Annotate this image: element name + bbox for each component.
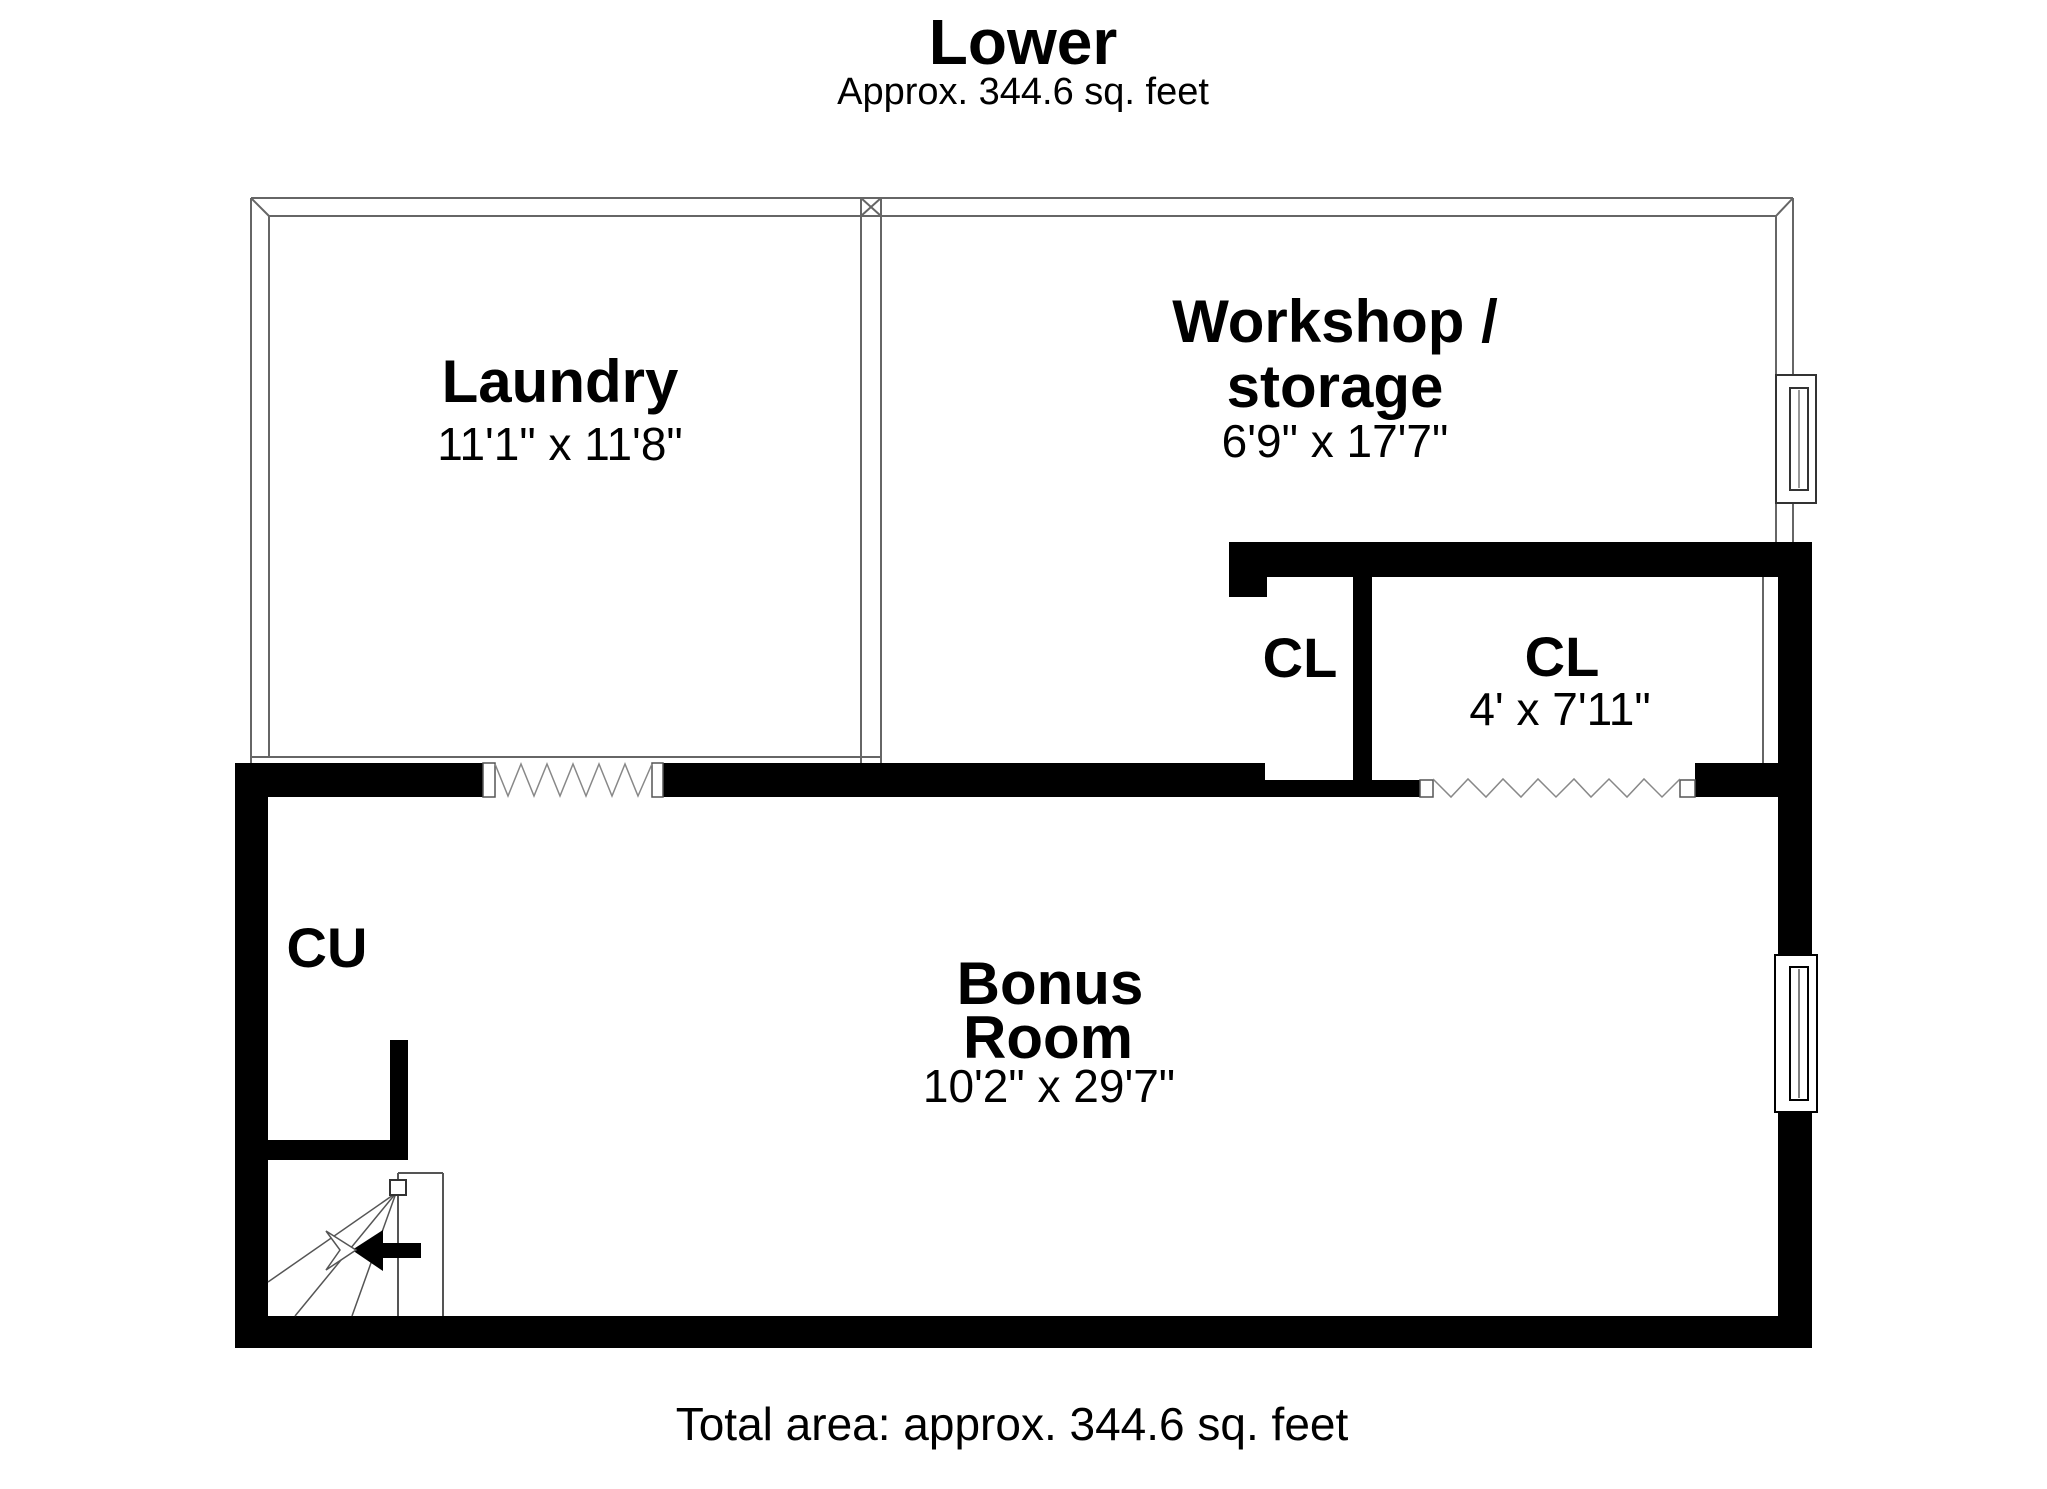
room-dims-closet-right: 4' x 7'11" [1469, 683, 1651, 735]
room-dims-workshop: 6'9" x 17'7" [1221, 415, 1449, 467]
doorway-zigzag-left [494, 762, 653, 798]
thin-walls [250, 197, 1794, 780]
room-dims-bonus: 10'2" x 29'7" [922, 1060, 1176, 1112]
bottom-wall [235, 1316, 1812, 1348]
closet-divider-wall [1353, 577, 1372, 797]
middle-wall-center [663, 763, 1265, 797]
room-dims-laundry: 11'1" x 11'8" [437, 418, 683, 470]
page-title: Lower [928, 6, 1118, 78]
closet-wall-stub [1229, 542, 1267, 597]
page-subtitle: Approx. 344.6 sq. feet [837, 71, 1209, 113]
right-wall [1778, 542, 1812, 1348]
doorway-zigzag-right [1432, 777, 1681, 799]
middle-wall-left [235, 763, 483, 797]
window-symbol-bonus [1774, 954, 1818, 1113]
cu-wall-horizontal [268, 1140, 408, 1160]
room-label-bonus-2: Room [963, 1004, 1133, 1071]
cu-wall-vertical [390, 1040, 408, 1160]
stair-direction-arrow-icon [325, 1230, 421, 1271]
door-jambs [482, 762, 1696, 798]
closet-top-wall [1229, 542, 1812, 577]
middle-wall-under-closet [1265, 780, 1420, 797]
room-label-laundry: Laundry [441, 348, 679, 415]
room-label-cupboard: CU [286, 916, 368, 979]
door-opening-zigzags [494, 762, 1681, 799]
left-wall [235, 763, 268, 1348]
room-label-workshop-2: storage [1226, 353, 1444, 420]
window-symbol-workshop [1775, 374, 1817, 504]
room-label-closet-right: CL [1524, 625, 1600, 688]
total-area-text: Total area: approx. 344.6 sq. feet [675, 1398, 1349, 1450]
room-label-bonus-1: Bonus [956, 950, 1144, 1017]
thick-walls [235, 542, 1812, 1348]
middle-wall-right [1695, 763, 1778, 797]
room-label-closet-left: CL [1262, 626, 1338, 689]
room-label-workshop-1: Workshop / [1172, 288, 1498, 355]
